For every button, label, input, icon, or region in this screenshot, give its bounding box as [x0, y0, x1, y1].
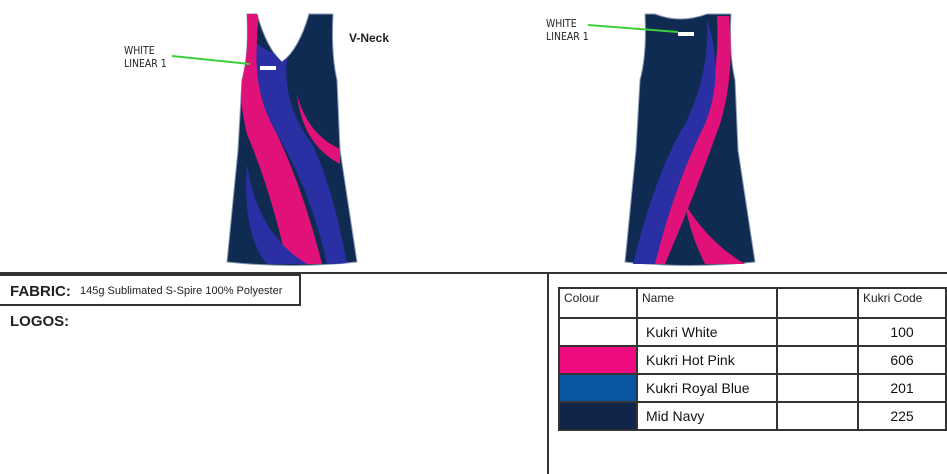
divider-vertical [547, 273, 549, 474]
colour-swatch [557, 317, 639, 347]
colour-code: 606 [856, 345, 947, 375]
colour-name: Mid Navy [636, 401, 779, 431]
callout-line-2: LINEAR 1 [546, 30, 589, 43]
header-name: Name [636, 287, 779, 319]
blank-cell [776, 401, 859, 431]
colour-code: 225 [856, 401, 947, 431]
table-row: Kukri Hot Pink 606 [557, 345, 947, 375]
front-logo-callout: WHITE LINEAR 1 [124, 44, 167, 70]
neck-style-label: V-Neck [349, 31, 390, 45]
blank-cell [776, 345, 859, 375]
table-row: Kukri Royal Blue 201 [557, 373, 947, 403]
kukri-logo [678, 32, 694, 36]
blank-cell [776, 373, 859, 403]
callout-line-2: LINEAR 1 [124, 57, 167, 70]
divider-horizontal [0, 272, 947, 274]
fabric-label: FABRIC: [10, 283, 71, 300]
pink-swoosh [239, 14, 322, 264]
colour-name: Kukri Royal Blue [636, 373, 779, 403]
back-callout-line [587, 24, 679, 33]
blue-swoosh [256, 44, 347, 264]
back-dress [624, 13, 756, 266]
colour-name: Kukri Hot Pink [636, 345, 779, 375]
front-dress [226, 13, 358, 266]
callout-line-1: WHITE [546, 17, 577, 30]
colour-table: Colour Name Kukri Code Kukri White 100 K… [557, 287, 947, 431]
blank-cell [776, 317, 859, 347]
fabric-value: 145g Sublimated S-Spire 100% Polyester [80, 285, 283, 297]
fabric-box: FABRIC: 145g Sublimated S-Spire 100% Pol… [0, 274, 301, 306]
table-header: Colour Name Kukri Code [557, 287, 947, 319]
front-callout-line [171, 55, 251, 65]
callout-line-1: WHITE [124, 44, 155, 57]
table-row: Kukri White 100 [557, 317, 947, 347]
table-row: Mid Navy 225 [557, 401, 947, 431]
header-colour: Colour [557, 287, 639, 319]
header-code: Kukri Code [856, 287, 947, 319]
colour-swatch [557, 373, 639, 403]
back-logo-callout: WHITE LINEAR 1 [546, 17, 589, 43]
colour-swatch [557, 345, 639, 375]
header-blank [776, 287, 859, 319]
kukri-logo [260, 66, 276, 70]
colour-code: 100 [856, 317, 947, 347]
colour-code: 201 [856, 373, 947, 403]
garment-illustrations [171, 13, 756, 266]
colour-name: Kukri White [636, 317, 779, 347]
colour-swatch [557, 401, 639, 431]
logos-label: LOGOS: [10, 313, 70, 330]
